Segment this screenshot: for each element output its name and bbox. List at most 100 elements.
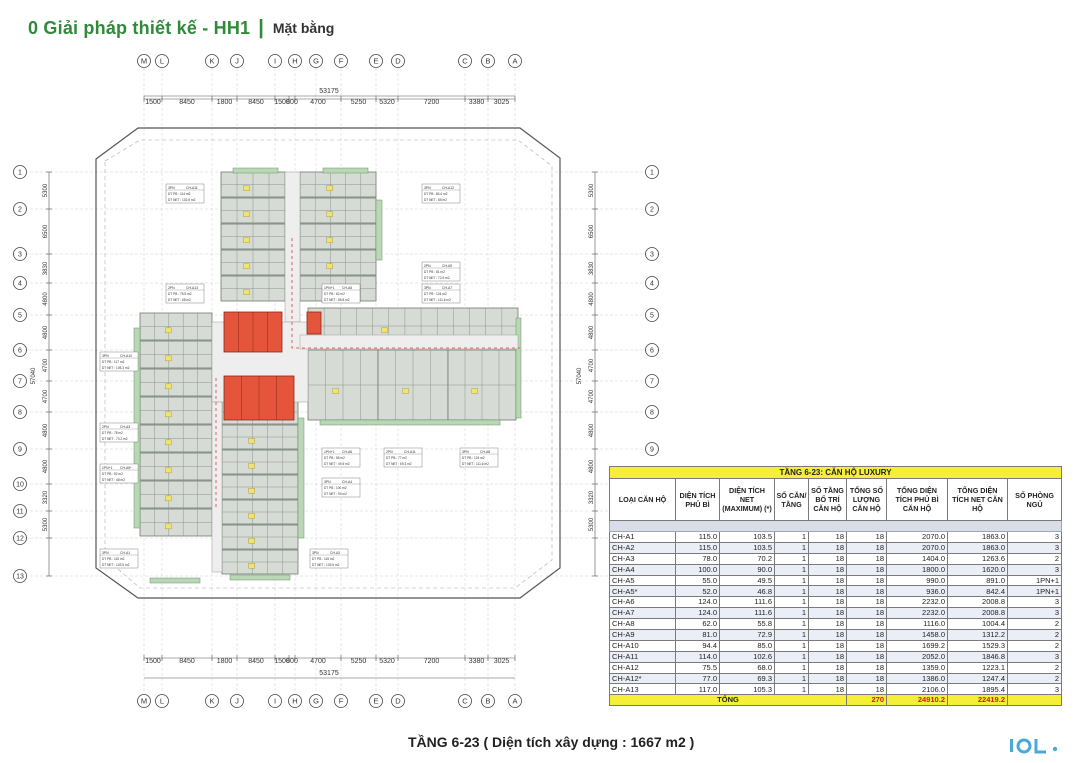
dimension-label: 1800 <box>217 658 233 665</box>
dimension-label: 800 <box>286 658 298 665</box>
table-cell: 62.0 <box>675 618 720 631</box>
table-cell: 115.0 <box>675 531 720 543</box>
unit-tag-box <box>99 548 139 569</box>
grid-bubble-label: G <box>313 57 319 66</box>
dimension-label: 4700 <box>310 658 326 665</box>
grid-bubble-column <box>268 694 282 708</box>
grid-bubble-label: M <box>141 697 147 706</box>
table-cell: CH-A12* <box>609 672 676 685</box>
table-cell: 18 <box>846 661 887 674</box>
bathroom-fixture <box>164 439 172 446</box>
grid-bubble-label: F <box>339 697 344 706</box>
table-cell: 1863.0 <box>947 531 1008 543</box>
grid-bubble-label: I <box>274 57 276 66</box>
table-cell: 18 <box>808 650 847 663</box>
grid-bubble-label: 6 <box>18 348 22 355</box>
unit-tag-area-net: DT NET : 72.9 m2 <box>424 276 450 280</box>
table-cell: 1529.3 <box>947 639 1008 652</box>
dimension-label: 800 <box>286 99 298 106</box>
table-header-cell: SỐ PHÒNG NGỦ <box>1006 478 1063 521</box>
grid-bubble-column <box>369 694 383 708</box>
unit-tag-box <box>421 261 461 282</box>
balcony <box>319 419 501 426</box>
dimension-label: 1500 <box>145 658 161 665</box>
table-cell: 1404.0 <box>886 552 948 565</box>
balcony <box>375 199 383 261</box>
grid-bubble-row <box>13 374 27 388</box>
unit-tag-area-net: DT NET : 111.6 m2 <box>462 462 489 466</box>
site-outline <box>95 127 561 599</box>
dimension-label: 3320 <box>43 490 49 504</box>
balcony <box>322 167 369 174</box>
grid-bubble-label: L <box>160 697 164 706</box>
grid-bubble-column <box>230 694 244 708</box>
grid-bubble-row <box>13 165 27 179</box>
unit-tag-box <box>165 183 205 204</box>
unit-tag-code: CH-A10 <box>120 354 132 358</box>
bathroom-fixture <box>248 438 255 444</box>
table-cell: 18 <box>808 531 847 543</box>
table-cell: 114.0 <box>675 650 720 663</box>
unit-tag-label: 2PN <box>386 450 393 454</box>
unit-tag-box <box>321 477 361 498</box>
grid-bubble-column <box>391 54 405 68</box>
grid-bubble-label: 13 <box>16 574 24 581</box>
unit-tag-code: CH-A2 <box>330 551 340 555</box>
grid-bubble-column <box>137 694 151 708</box>
table-total-row: TỔNG 270 24910.2 22419.2 <box>609 694 1063 707</box>
table-cell: 1359.0 <box>886 661 948 674</box>
grid-bubble-label: B <box>485 57 490 66</box>
grid-bubble-label: F <box>339 57 344 66</box>
grid-bubble-column <box>155 694 169 708</box>
grid-bubble-column <box>334 694 348 708</box>
table-cell: 2052.0 <box>886 650 948 663</box>
table-header-cell: DIỆN TÍCH PHỦ BÌ <box>675 478 720 521</box>
table-cell: 2106.0 <box>886 683 948 696</box>
bathroom-fixture <box>248 538 255 544</box>
dimension-label: 4800 <box>589 459 595 473</box>
grid-bubble-label: 2 <box>18 207 22 214</box>
table-cell: 85.0 <box>719 639 775 652</box>
table-cell: 78.0 <box>675 552 720 565</box>
table-cell: 18 <box>808 672 847 685</box>
grid-bubble-label: 5 <box>650 313 654 320</box>
grid-bubble-column <box>288 694 302 708</box>
grid-bubble-label: K <box>209 697 214 706</box>
unit-tag-label: 1PN+1 <box>324 450 335 454</box>
grid-bubble-column <box>205 694 219 708</box>
corridor <box>211 401 223 573</box>
bathroom-fixture <box>402 388 409 394</box>
table-cell: 3 <box>1006 531 1063 543</box>
grid-bubble-label: B <box>485 697 490 706</box>
table-cell: 18 <box>808 541 847 554</box>
page-subtitle: Mặt bằng <box>272 20 335 36</box>
floor-caption: TẦNG 6-23 ( Diện tích xây dựng : 1667 m2… <box>408 734 695 750</box>
dimension-label: 5250 <box>351 658 367 665</box>
bathroom-fixture <box>248 513 255 519</box>
table-cell: 1800.0 <box>886 563 948 576</box>
table-cell: 68.0 <box>719 661 775 674</box>
dimension-label: 8450 <box>179 658 195 665</box>
unit-tag-label: 2PN <box>102 425 109 429</box>
shaft-core <box>306 311 322 335</box>
total-height-label: 57040 <box>577 367 583 384</box>
dimension-label: 4800 <box>43 325 49 339</box>
grid-bubble-row <box>645 202 659 216</box>
table-cell: 46.8 <box>719 585 775 598</box>
table-cell: 1 <box>774 585 809 598</box>
unit-tag-area-net: DT NET : 90 m2 <box>324 492 347 496</box>
total-area-pb: 24910.2 <box>886 694 948 707</box>
grid-bubble-label: M <box>141 57 147 66</box>
grid-bubble-label: D <box>395 697 401 706</box>
grid-bubble-row <box>13 202 27 216</box>
dimension-label: 3320 <box>589 490 595 504</box>
dimension-label: 4700 <box>589 389 595 403</box>
dimension-label: 5300 <box>43 183 49 197</box>
dimension-label: 4700 <box>43 389 49 403</box>
